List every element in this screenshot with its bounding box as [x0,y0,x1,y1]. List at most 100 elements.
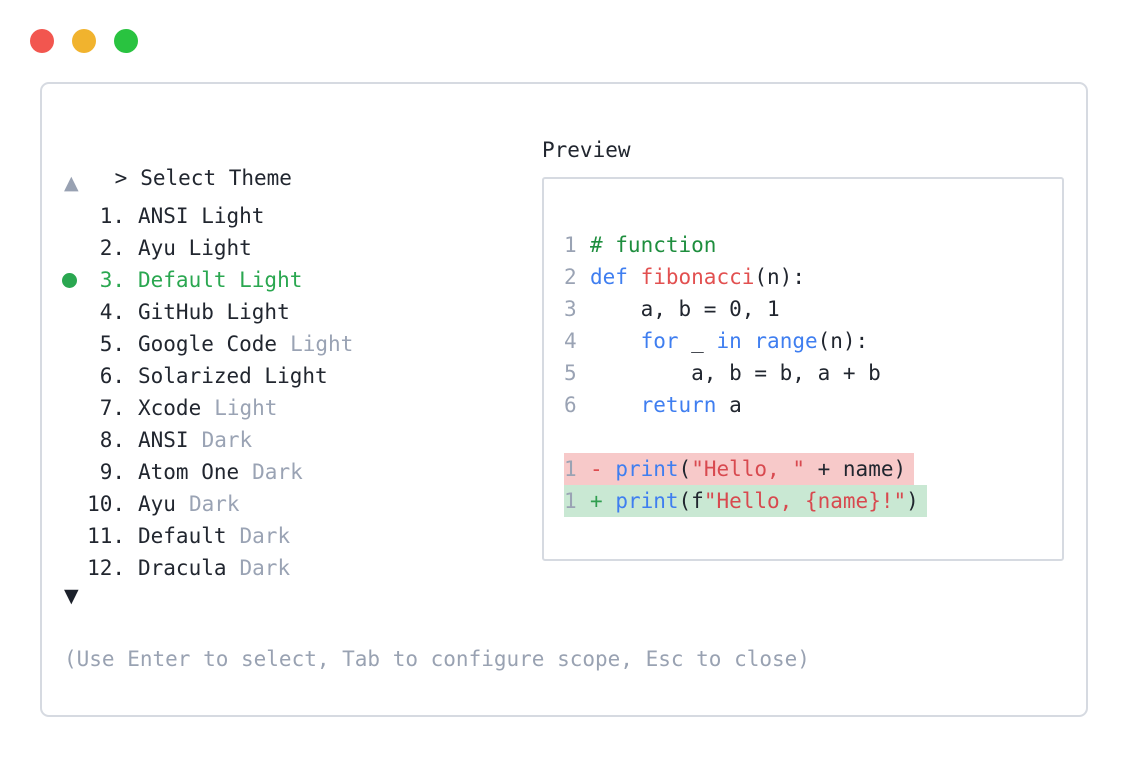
code-line [564,421,1062,453]
theme-name: Ayu Light [138,236,252,260]
theme-variant-suffix: Dark [201,428,253,452]
theme-list: 1.ANSI Light 2. Ayu Light 3. Default Light 4.… [62,200,353,584]
maximize-window-icon[interactable] [114,29,138,53]
code-token-plain: a, b = 0, 1 [590,297,780,321]
code-token-plain [742,329,755,353]
code-line: 6 return a [564,389,1062,421]
theme-picker-window: > Select Theme Preview ▲ 1.ANSI Light 2. Ay… [40,82,1088,717]
theme-number: 6. [99,364,125,388]
scroll-down-icon[interactable]: ▼ [64,585,79,607]
theme-number: 11. [87,524,125,548]
code-token-plain: a [716,393,742,417]
theme-variant-suffix: Light [290,332,354,356]
theme-list-item[interactable]: 4. GitHub Light [62,296,353,328]
theme-number: 2. [99,236,125,260]
code-token-kw: print [615,489,679,513]
theme-name: Google Code [138,332,278,356]
diff-line-added: 1 + print(f"Hello, {name}!") [564,485,1062,517]
code-token-plain: _ [678,329,717,353]
code-token-kw: for [640,329,679,353]
code-token-minus: - [590,457,603,481]
theme-number: 4. [99,300,125,324]
select-theme-header: > Select Theme [64,136,292,220]
selected-dot-icon [62,272,86,288]
close-window-icon[interactable] [30,29,54,53]
theme-variant-suffix: Dark [252,460,303,484]
code-line: 3 a, b = 0, 1 [564,293,1062,325]
code-token-kw: range [754,329,818,353]
theme-list-item[interactable]: 1.ANSI Light [62,200,353,232]
code-token-fn: fibonacci [640,265,755,289]
theme-list-item[interactable]: 11. Default Dark [62,520,353,552]
code-token-kw: print [615,457,679,481]
theme-name: Atom One [138,460,240,484]
minimize-window-icon[interactable] [72,29,96,53]
theme-name: Solarized Light [138,364,328,388]
code-token-plus: + [590,489,603,513]
code-token-kw: return [640,393,717,417]
code-token-plain: (n): [817,329,869,353]
theme-name: Default [138,524,227,548]
code-line: 2 def fibonacci(n): [564,261,1062,293]
theme-number: 12. [87,556,125,580]
code-token-plain: + name) [804,457,907,481]
theme-variant-suffix: Dark [188,492,240,516]
line-number: 5 [564,361,577,385]
picker-title: Select Theme [140,166,292,190]
theme-number: 8. [99,428,125,452]
code-token-plain [603,457,616,481]
code-token-plain [590,329,641,353]
theme-variant-suffix: Dark [239,524,291,548]
theme-list-item[interactable]: 7. Xcode Light [62,392,353,424]
code-token-com: # function [590,233,717,257]
theme-list-item[interactable]: 3. Default Light [62,264,353,296]
line-number: 4 [564,329,577,353]
prompt-symbol: > [114,166,128,190]
theme-name: Dracula [138,556,227,580]
code-token-plain: a, b = b, a + b [590,361,881,385]
theme-list-item[interactable]: 12. Dracula Dark [62,552,353,584]
theme-list-item[interactable]: 2. Ayu Light [62,232,353,264]
code-token-plain [590,393,641,417]
theme-number: 5. [99,332,125,356]
theme-list-item[interactable]: 6. Solarized Light [62,360,353,392]
theme-number: 3. [99,268,125,292]
scroll-up-icon[interactable]: ▲ [64,172,79,194]
diff-line-removed: 1- print("Hello, " + name) [564,453,1062,485]
theme-variant-suffix: Dark [239,556,291,580]
code-token-plain: (f [678,489,704,513]
theme-name: GitHub Light [138,300,290,324]
theme-number: 10. [87,492,125,516]
theme-name: Default Light [138,268,303,292]
window-controls [30,29,138,53]
keyboard-hint: (Use Enter to select, Tab to configure s… [64,647,810,671]
theme-variant-suffix: Light [214,396,278,420]
code-token-plain: ) [906,489,919,513]
code-token-kw: def [590,265,628,289]
code-token-str: "Hello, {name}!" [703,489,907,513]
code-token-plain: (n): [754,265,805,289]
code-line: 4 for _ in range(n): [564,325,1062,357]
line-number: 6 [564,393,577,417]
line-number: 1 [564,489,577,513]
code-token-plain: ( [678,457,692,481]
code-line: 1# function [564,229,1062,261]
theme-list-item[interactable]: 9. Atom One Dark [62,456,353,488]
code-token-plain [603,489,616,513]
line-number: 1 [564,457,577,481]
line-number: 3 [564,297,577,321]
preview-label: Preview [542,138,631,162]
theme-number: 9. [99,460,125,484]
code-token-str: "Hello, " [691,457,805,481]
theme-list-item[interactable]: 5. Google Code Light [62,328,354,360]
code-token-kw: in [716,329,742,353]
theme-number: 7. [99,396,125,420]
theme-name: Xcode [138,396,202,420]
theme-number: 1. [99,204,125,228]
line-number: 2 [564,265,577,289]
code-line: 5 a, b = b, a + b [564,357,1062,389]
